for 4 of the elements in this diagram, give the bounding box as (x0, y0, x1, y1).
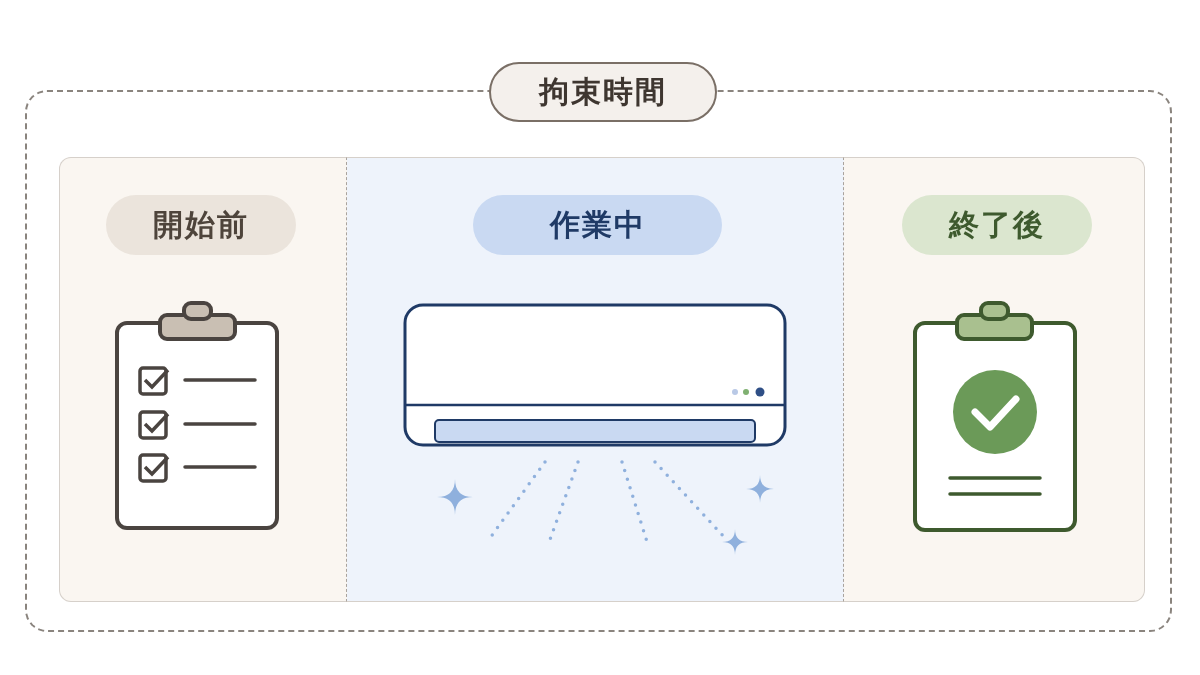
phase-label: 終了後 (902, 195, 1092, 255)
phase-label: 作業中 (473, 195, 722, 255)
phase-label: 開始前 (106, 195, 296, 255)
section-title: 拘束時間 (489, 62, 717, 122)
